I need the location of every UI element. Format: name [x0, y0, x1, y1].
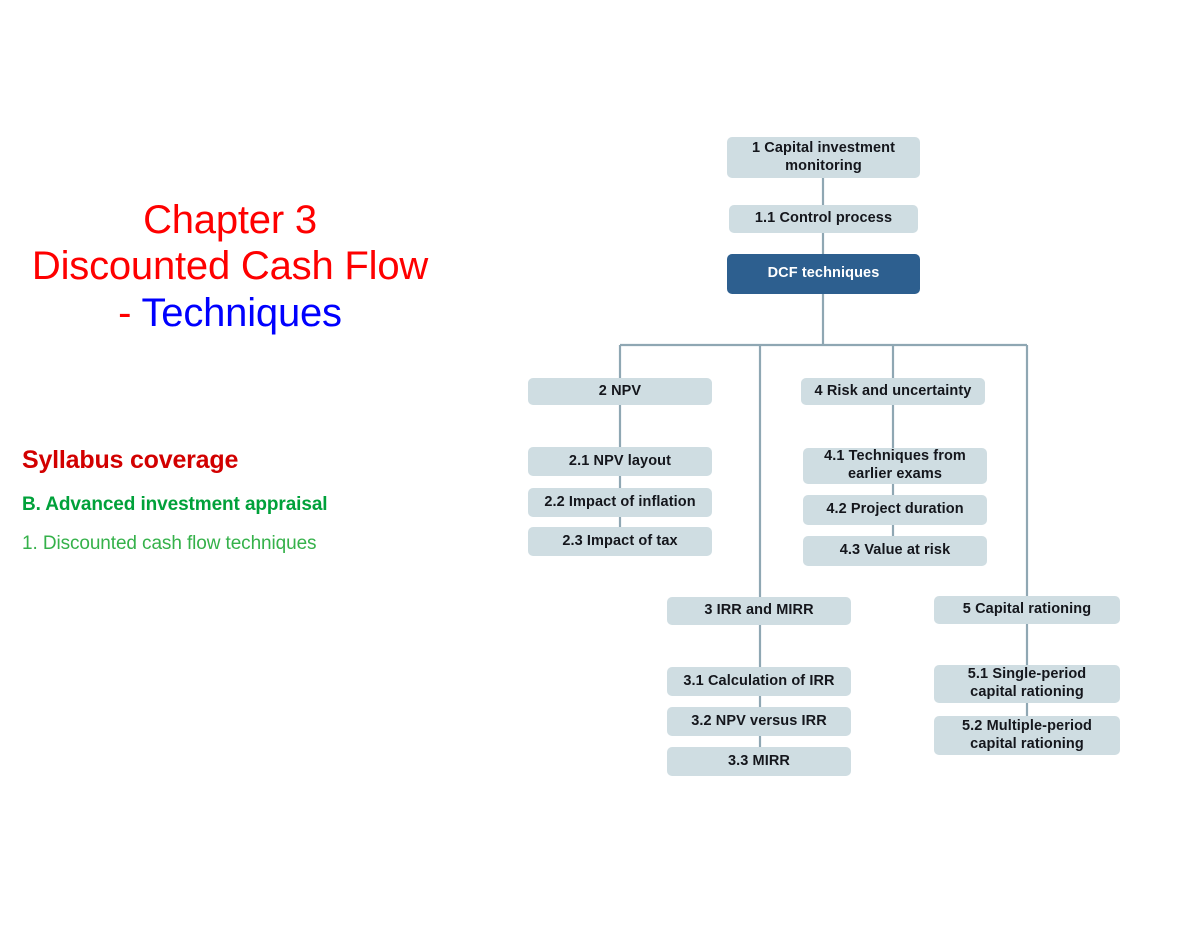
node-capital-investment-monitoring[interactable]: 1 Capital investment monitoring: [727, 137, 920, 178]
node-label-line2: monitoring: [785, 157, 862, 174]
node-label-line1: 1.1 Control process: [754, 210, 893, 227]
node-label-line1: 3 IRR and MIRR: [704, 602, 814, 619]
node-impact-of-tax[interactable]: 2.3 Impact of tax: [528, 527, 712, 556]
syllabus-section: B. Advanced investment appraisal: [22, 494, 328, 515]
node-value-at-risk[interactable]: 4.3 Value at risk: [803, 536, 987, 566]
node-capital-rationing[interactable]: 5 Capital rationing: [934, 596, 1120, 624]
slide-title: Chapter 3 Discounted Cash Flow - Techniq…: [20, 197, 440, 336]
node-dcf-techniques[interactable]: DCF techniques: [727, 254, 920, 294]
title-dash: -: [118, 290, 142, 335]
syllabus-coverage: Syllabus coverage B. Advanced investment…: [22, 446, 462, 555]
syllabus-heading: Syllabus coverage: [22, 446, 239, 474]
node-single-period-capital-rationing[interactable]: 5.1 Single-period capital rationing: [934, 665, 1120, 703]
node-irr-and-mirr[interactable]: 3 IRR and MIRR: [667, 597, 851, 625]
node-label-line1: 1 Capital investment: [751, 139, 895, 156]
syllabus-item-1: 1. Discounted cash flow techniques: [22, 533, 317, 554]
node-npv-layout[interactable]: 2.1 NPV layout: [528, 447, 712, 476]
node-label-line2: capital rationing: [970, 684, 1084, 700]
node-npv-versus-irr[interactable]: 3.2 NPV versus IRR: [667, 707, 851, 736]
node-label-line1: 5.1 Single-period: [967, 666, 1087, 683]
node-control-process[interactable]: 1.1 Control process: [729, 205, 918, 233]
node-label-line1: 4.1 Techniques from: [824, 448, 966, 465]
node-calculation-of-irr[interactable]: 3.1 Calculation of IRR: [667, 667, 851, 696]
node-multiple-period-capital-rationing[interactable]: 5.2 Multiple-period capital rationing: [934, 716, 1120, 755]
title-line-main: Discounted Cash Flow: [31, 244, 429, 289]
node-label-line1: 3.3 MIRR: [727, 752, 791, 769]
node-label-line1: 2.1 NPV layout: [568, 452, 672, 469]
node-label-line1: 3.1 Calculation of IRR: [683, 672, 835, 689]
node-label-line1: 4 Risk and uncertainty: [814, 382, 972, 399]
node-project-duration[interactable]: 4.2 Project duration: [803, 495, 987, 525]
node-label-line1: 2 NPV: [598, 382, 642, 399]
node-label-line1: 4.2 Project duration: [826, 501, 964, 518]
node-label-line1: 5.2 Multiple-period: [962, 717, 1092, 734]
node-npv[interactable]: 2 NPV: [528, 378, 712, 405]
node-label-line1: 5 Capital rationing: [962, 601, 1092, 618]
node-label-line1: 3.2 NPV versus IRR: [691, 712, 827, 729]
node-label-line1: DCF techniques: [767, 265, 880, 282]
node-mirr[interactable]: 3.3 MIRR: [667, 747, 851, 776]
title-techniques-word: Techniques: [141, 290, 342, 335]
node-impact-of-inflation[interactable]: 2.2 Impact of inflation: [528, 488, 712, 517]
title-line-techniques: - Techniques: [20, 290, 440, 336]
node-label-line2: capital rationing: [970, 735, 1084, 752]
node-label-line1: 4.3 Value at risk: [839, 542, 951, 559]
node-label-line1: 2.3 Impact of tax: [562, 532, 678, 549]
title-line-chapter: Chapter 3: [143, 198, 317, 242]
node-label-line1: 2.2 Impact of inflation: [544, 493, 696, 510]
node-risk-and-uncertainty[interactable]: 4 Risk and uncertainty: [801, 378, 985, 405]
node-techniques-from-earlier-exams[interactable]: 4.1 Techniques from earlier exams: [803, 448, 987, 484]
node-label-line2: earlier exams: [847, 466, 942, 482]
